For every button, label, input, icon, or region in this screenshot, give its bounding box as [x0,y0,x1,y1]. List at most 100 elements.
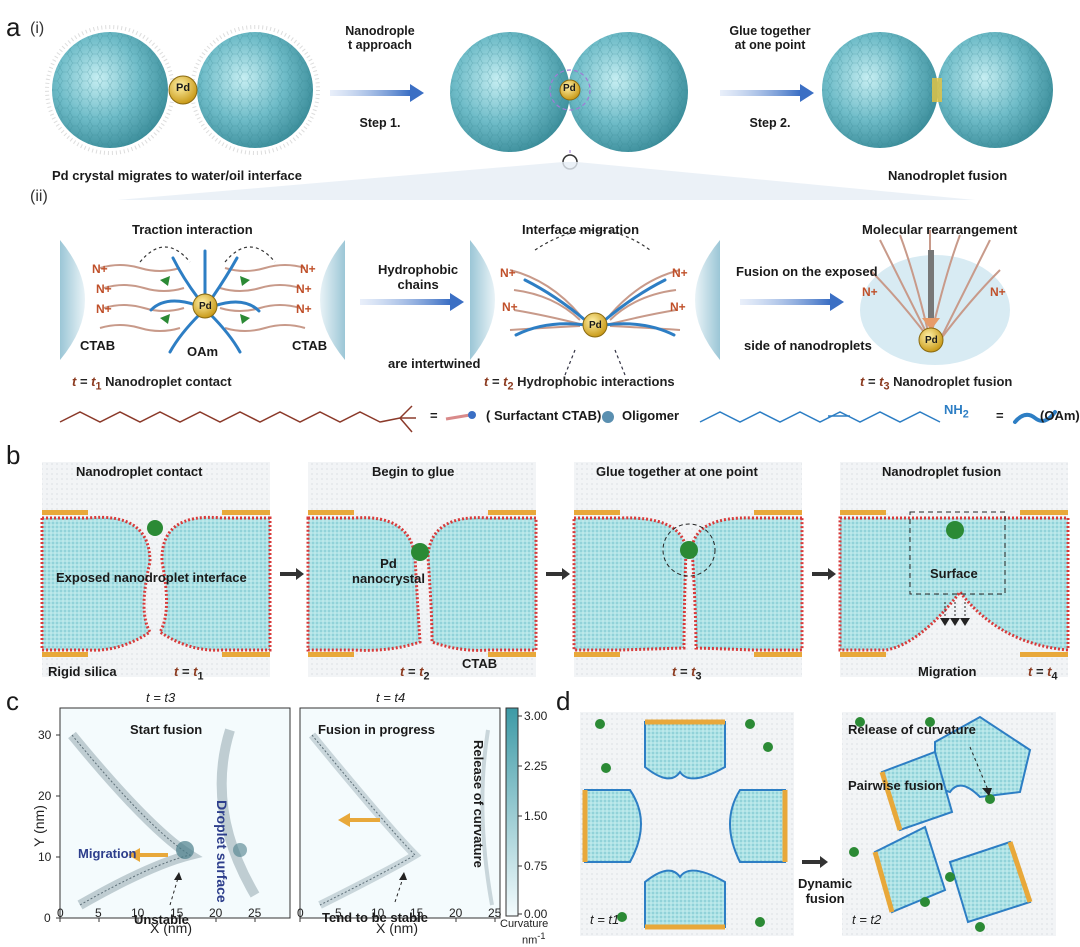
panel-d-simulations [580,712,1056,936]
c-start-fusion: Start fusion [130,722,203,737]
b-title-1: Nanodroplet contact [76,464,203,479]
panel-b-letter: b [6,440,21,470]
legend-eq-2: = [996,408,1004,423]
pd-label-1: Pd [176,82,191,94]
c2-xtick-10: 10 [371,906,385,920]
b-t1: t = t1 [174,664,204,683]
b-title-2: Begin to glue [372,464,455,479]
nplus-3: N+ [96,302,112,316]
hydrophobic-label-3: are intertwined [388,356,481,371]
b-title-4: Nanodroplet fusion [882,464,1002,479]
nplus-5: N+ [296,282,312,296]
c-xtick-10: 10 [131,906,145,920]
c-xtick-15: 15 [170,906,184,920]
d-t1: t = t1 [590,912,620,927]
cb-tick-075: 0.75 [524,859,548,873]
c-droplet-surface: Droplet surface [214,800,230,903]
c2-xtick-25: 25 [488,906,502,920]
b-t2: t = t2 [400,664,430,683]
d-pairwise: Pairwise fusion [848,778,944,793]
caption-left: Pd crystal migrates to water/oil interfa… [52,168,302,183]
nplus-11: N+ [862,285,878,299]
sim-frame-3 [572,462,804,677]
c2-xtick-0: 0 [297,906,304,920]
molecular-label: Molecular rearrangement [862,222,1018,237]
panel-a-sub-i: (i) [30,20,45,37]
b-migration: Migration [918,664,977,679]
b-rigid: Rigid silica [48,664,117,679]
step2-label: Step 2. [749,116,791,130]
t1-caption: t = t1 Nanodroplet contact [72,374,232,393]
pd-label-4: Pd [589,320,602,331]
legend-oam: (OAm) [1040,408,1080,423]
panel-a-droplets [45,25,1053,200]
c2-xtick-20: 20 [449,906,463,920]
c-ytick-20: 20 [38,789,52,803]
fusion-exposed-1: Fusion on the exposed [736,264,878,279]
c-t4: t = t4 [376,690,406,705]
c-xlabel-1: X (nm) [150,920,192,936]
d-t2: t = t2 [852,912,882,927]
pd-label-3: Pd [199,301,212,312]
oam-label: OAm [187,344,219,359]
panel-c-plots [56,707,522,922]
interface-migration-label: Interface migration [522,222,640,237]
c-xtick-5: 5 [95,906,102,920]
legend-nh2: NH2 [944,402,969,421]
legend-eq-1: = [430,408,438,423]
b-ctab: CTAB [462,656,498,671]
nplus-9: N+ [672,266,688,280]
t2-caption: t = t2 Hydrophobic interactions [484,374,675,393]
c-unstable: Unstable [134,912,189,927]
ctab-left: CTAB [80,338,116,353]
t3-caption: t = t3 Nanodroplet fusion [860,374,1013,393]
cb-tick-300: 3.00 [524,709,548,723]
c-release: Release of curvature [471,740,486,868]
ctab-right: CTAB [292,338,328,353]
sim-frame-1 [40,462,272,677]
c-ytick-10: 10 [38,850,52,864]
droplet-pair-3 [822,32,1053,148]
nplus-4: N+ [300,262,316,276]
sim-frame-4 [838,462,1070,677]
panel-a-ii-schematic [60,229,1010,376]
droplet-pair-1 [45,25,320,155]
panel-a-sub-ii: (ii) [30,188,48,205]
b-title-3: Glue together at one point [596,464,758,479]
c-xlabel-2: X (nm) [376,920,418,936]
c-migration: Migration [78,846,137,861]
c-stable: Tend to be stable [322,910,428,925]
panel-d-letter: d [556,686,571,716]
c-xtick-20: 20 [209,906,223,920]
b-exposed: Exposed nanodroplet interface [56,570,247,585]
panel-c-letter: c [6,686,19,716]
pd-label-2: Pd [563,83,576,94]
sim-frame-2 [306,462,538,677]
legend-ctab: ( Surfactant CTAB) [486,408,602,423]
b-t4: t = t4 [1028,664,1058,683]
cb-tick-150: 1.50 [524,809,548,823]
legend-oligomer: Oligomer [622,408,680,423]
step1-label: Step 1. [359,116,401,130]
c2-xtick-15: 15 [410,906,424,920]
traction-label: Traction interaction [132,222,253,237]
c-ytick-30: 30 [38,728,52,742]
c-ylabel: Y (nm) [30,805,47,847]
panel-a-letter: a [6,12,21,42]
nplus-6: N+ [296,302,312,316]
c-t3: t = t3 [146,690,176,705]
c-xtick-25: 25 [248,906,262,920]
c-fusion-progress: Fusion in progress [318,722,436,737]
cb-label: Curvature nm-1 [500,918,549,947]
d-release: Release of curvature [848,722,976,737]
nplus-10: N+ [670,300,686,314]
b-surface: Surface [930,566,978,581]
b-t3: t = t3 [672,664,702,683]
legend-row [59,405,1057,433]
fusion-exposed-2: side of nanodroplets [744,338,872,353]
panel-b-simulations [40,462,1070,677]
